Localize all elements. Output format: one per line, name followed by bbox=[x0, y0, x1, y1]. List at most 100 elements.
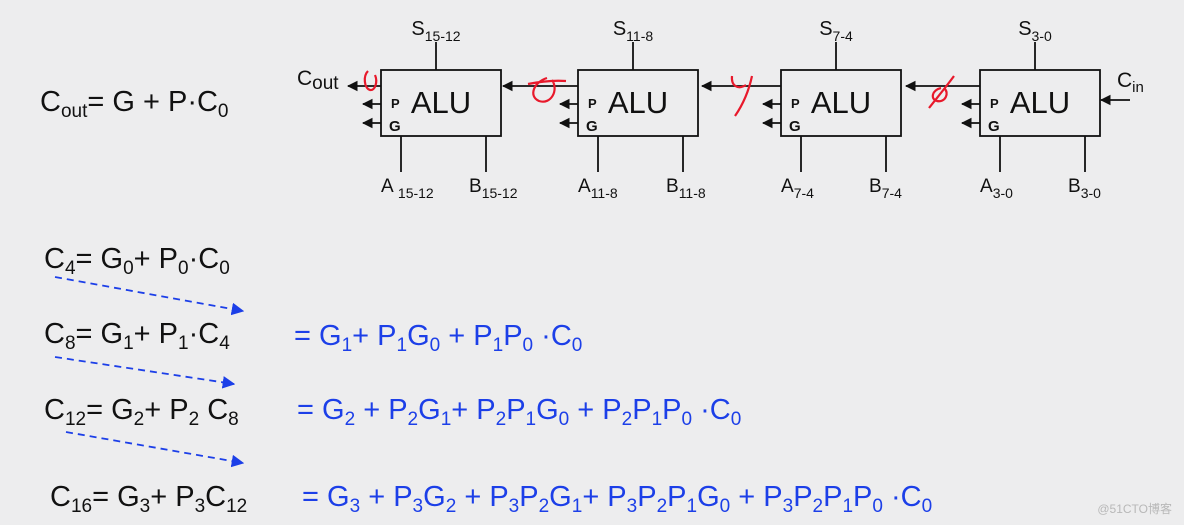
subscript: 2 bbox=[407, 409, 419, 430]
equation-c4-left: C4= G0+ P0·C0 bbox=[44, 243, 230, 279]
symbol: G bbox=[423, 481, 446, 513]
g-output-label: G bbox=[389, 118, 401, 135]
symbol: C bbox=[205, 481, 227, 513]
symbol: + P bbox=[569, 394, 622, 426]
symbol: C bbox=[44, 394, 65, 426]
alu-box bbox=[577, 69, 699, 137]
subscript: 12 bbox=[64, 409, 87, 430]
subscript: 3 bbox=[508, 496, 520, 517]
symbol: + P bbox=[451, 394, 496, 426]
subscript: 1 bbox=[525, 409, 537, 430]
equation-c12-right: = G2 + P2G1+ P2P1G0 + P2P1P0 ·C0 bbox=[297, 394, 741, 430]
subscript: 0 bbox=[571, 335, 583, 356]
subscript: 2 bbox=[812, 496, 824, 517]
dashed-arrow-3 bbox=[65, 431, 245, 468]
symbol: ·C bbox=[692, 394, 731, 426]
symbol: ·C bbox=[188, 243, 220, 275]
symbol: G bbox=[549, 481, 572, 513]
subscript: 3 bbox=[349, 496, 361, 517]
p-output-label: P bbox=[791, 96, 800, 111]
symbol: C bbox=[40, 86, 61, 118]
subscript: 1 bbox=[686, 496, 698, 517]
subscript: 0 bbox=[719, 496, 731, 517]
symbol: C bbox=[44, 243, 65, 275]
symbol: P bbox=[823, 481, 843, 513]
subscript: 1 bbox=[492, 335, 504, 356]
a-input-label: A7-4 bbox=[781, 176, 814, 201]
symbol: P bbox=[519, 481, 539, 513]
symbol: = G bbox=[294, 320, 342, 352]
symbol: G bbox=[697, 481, 720, 513]
symbol: = G bbox=[297, 394, 345, 426]
symbol: C bbox=[44, 318, 65, 350]
symbol: ·C bbox=[188, 318, 220, 350]
symbol: P bbox=[667, 481, 687, 513]
subscript: 2 bbox=[656, 496, 668, 517]
s-output-label: S7-4 bbox=[819, 18, 853, 44]
alu-box bbox=[780, 69, 902, 137]
subscript: 3 bbox=[782, 496, 794, 517]
subscript: 0 bbox=[872, 496, 883, 517]
alu-label: ALU bbox=[608, 85, 668, 120]
symbol: P bbox=[662, 394, 682, 426]
symbol: P bbox=[503, 320, 523, 352]
g-output-label: G bbox=[988, 118, 1000, 135]
p-output-label: P bbox=[990, 96, 999, 111]
subscript: 0 bbox=[123, 258, 134, 279]
symbol: P bbox=[853, 481, 873, 513]
subscript: 2 bbox=[188, 409, 200, 430]
subscript: 3 bbox=[194, 496, 206, 517]
symbol: + P bbox=[144, 394, 189, 426]
subscript: 8 bbox=[228, 409, 239, 430]
red-mark-3 bbox=[730, 75, 754, 117]
symbol: P bbox=[637, 481, 657, 513]
subscript: 0 bbox=[429, 335, 441, 356]
subscript: 3 bbox=[626, 496, 638, 517]
symbol: = G bbox=[75, 243, 124, 275]
subscript: 1 bbox=[123, 333, 134, 354]
cin-label: Cin bbox=[1117, 69, 1144, 96]
subscript: 2 bbox=[133, 409, 145, 430]
red-mark-4 bbox=[928, 75, 955, 109]
subscript: 1 bbox=[440, 409, 452, 430]
subscript: 3 bbox=[139, 496, 151, 517]
alu-box bbox=[380, 69, 502, 137]
symbol: + P bbox=[133, 243, 179, 275]
subscript: 0 bbox=[217, 101, 229, 122]
subscript: 3 bbox=[412, 496, 424, 517]
s-output-label: S11-8 bbox=[613, 18, 654, 44]
b-input-label: B3-0 bbox=[1068, 176, 1101, 201]
a-input-label: A11-8 bbox=[578, 176, 618, 201]
symbol: = G bbox=[302, 481, 350, 513]
symbol: + P bbox=[355, 394, 408, 426]
subscript: 2 bbox=[621, 409, 633, 430]
symbol: G bbox=[418, 394, 441, 426]
symbol: = G + P·C bbox=[87, 86, 218, 118]
subscript: 1 bbox=[396, 335, 408, 356]
subscript: 0 bbox=[730, 409, 742, 430]
subscript: 2 bbox=[344, 409, 356, 430]
g-output-label: G bbox=[789, 118, 801, 135]
subscript: 8 bbox=[64, 333, 76, 354]
symbol: ·C bbox=[882, 481, 922, 513]
symbol: C bbox=[199, 394, 229, 426]
b-input-label: B15-12 bbox=[469, 176, 518, 201]
subscript: 4 bbox=[219, 333, 230, 354]
red-mark-2 bbox=[527, 76, 567, 103]
symbol: = G bbox=[86, 394, 134, 426]
symbol: = G bbox=[92, 481, 140, 513]
symbol: P bbox=[632, 394, 652, 426]
s-output-label: S3-0 bbox=[1018, 18, 1052, 44]
a-input-label: A 15-12 bbox=[381, 176, 434, 201]
watermark: @51CTO博客 bbox=[1097, 502, 1172, 516]
subscript: 0 bbox=[178, 258, 189, 279]
subscript: 12 bbox=[226, 496, 248, 517]
cout-formula: Cout= G + P·C0 bbox=[40, 86, 229, 122]
a-input-label: A3-0 bbox=[980, 176, 1013, 201]
